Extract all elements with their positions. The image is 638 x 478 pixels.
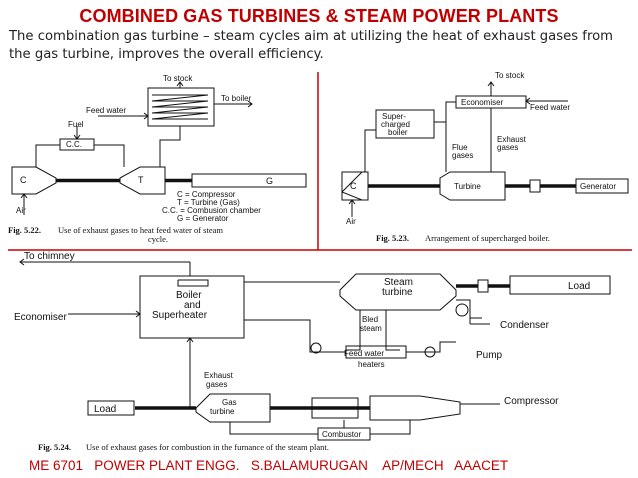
fig524-gas-l1: Gas	[222, 398, 237, 407]
fig-5-24	[19, 258, 611, 441]
fig523-feed-water: Feed water	[530, 103, 570, 112]
fig522-to-boiler: To boiler	[221, 94, 252, 103]
fig524-compressor: Compressor	[504, 396, 559, 407]
fig522-legend-1: T = Turbine (Gas)	[177, 198, 240, 207]
footer-text: ME 6701 POWER PLANT ENGG. S.BALAMURUGAN …	[29, 458, 509, 473]
fig524-exhaust-l2: gases	[206, 380, 227, 389]
fig523-caption: Arrangement of supercharged boiler.	[425, 233, 550, 243]
load-bottom-box	[87, 400, 135, 416]
fig524-condenser: Condenser	[500, 320, 550, 331]
fig524-load-top: Load	[568, 281, 590, 292]
compressor-shape	[369, 395, 461, 421]
fig522-to-stock: To stock	[163, 74, 193, 83]
generator-box	[191, 173, 307, 188]
fig522-fuel: Fuel	[68, 120, 84, 129]
fig524-fw-l1: Feed water	[344, 349, 384, 358]
fig522-caption-l2: cycle.	[148, 234, 168, 244]
fig522-c: C	[20, 175, 27, 185]
fig522-feed-water: Feed water	[86, 106, 126, 115]
fig-5-23	[341, 81, 629, 217]
fig524-boiler-l1: Boiler	[176, 290, 202, 301]
heat-exchanger	[147, 87, 215, 127]
fig524-caption-num: Fig. 5.24.	[38, 442, 71, 452]
fig522-air: Air	[16, 206, 26, 215]
fig524-gas-l2: turbine	[210, 407, 235, 416]
fig523-c: C	[350, 181, 357, 191]
fig523-turbine: Turbine	[454, 182, 481, 191]
fig524-load-bottom: Load	[94, 404, 116, 415]
compressor-shape	[11, 166, 57, 195]
fig523-exhaust-l1: Exhaust	[497, 135, 527, 144]
generator-box	[575, 178, 629, 194]
fig524-bled-l1: Bled	[362, 315, 378, 324]
condenser-symbol	[455, 303, 469, 317]
boiler-box	[139, 275, 245, 339]
load-top-box	[509, 275, 611, 295]
fig524-to-chimney: To chimney	[24, 251, 75, 262]
intro-paragraph: The combination gas turbine – steam cycl…	[9, 29, 613, 62]
fig524-boiler-l3: Superheater	[152, 310, 208, 321]
turbine-shape	[119, 166, 166, 195]
steam-turbine-shape	[339, 273, 457, 311]
fig522-legend-0: C = Compressor	[177, 190, 236, 199]
turbine-box	[439, 171, 506, 201]
slide-title: COMBINED GAS TURBINES & STEAM POWER PLAN…	[79, 6, 559, 26]
fig522-caption-l1: Use of exhaust gases to heat feed water …	[58, 225, 223, 235]
fig523-exhaust-l2: gases	[497, 143, 518, 152]
fig522-legend-3: G = Generator	[177, 214, 229, 223]
fig523-boiler-l1: Super-	[382, 112, 406, 121]
fig522-cc: C.C.	[66, 140, 82, 149]
fig523-air: Air	[346, 217, 356, 226]
exhaust-pipe	[159, 126, 181, 167]
fig523-flue-l2: gases	[452, 151, 473, 160]
supercharged-boiler	[375, 109, 435, 139]
fig524-bled-l2: steam	[360, 324, 382, 333]
fig524-economiser: Economiser	[14, 312, 67, 323]
fig523-flue-l1: Flue	[452, 143, 468, 152]
fig522-caption-num: Fig. 5.22.	[8, 225, 41, 235]
fig-5-22	[11, 81, 307, 215]
fig523-to-stock: To stock	[495, 71, 525, 80]
fig523-generator: Generator	[580, 182, 616, 191]
fig524-boiler-l2: and	[184, 300, 201, 311]
fig524-caption: Use of exhaust gases for combustion in t…	[86, 442, 329, 452]
fig524-fw-l2: heaters	[358, 360, 385, 369]
fig524-pump: Pump	[476, 350, 503, 361]
coupling-box	[311, 397, 359, 419]
fig524-combustor: Combustor	[322, 430, 361, 439]
fig523-boiler-l3: boiler	[388, 128, 408, 137]
gas-turbine-shape	[195, 393, 271, 423]
fig524-steam-l1: Steam	[384, 277, 413, 288]
fig522-legend-2: C.C. = Combusion chamber	[162, 206, 261, 215]
fig522-t: T	[138, 175, 144, 185]
fig524-exhaust-l1: Exhaust	[204, 371, 234, 380]
fig523-caption-num: Fig. 5.23.	[376, 233, 409, 243]
fig522-g: G	[266, 176, 273, 186]
fig523-boiler-l2: charged	[381, 120, 410, 129]
fig523-economiser: Economiser	[461, 98, 504, 107]
fig524-steam-l2: turbine	[382, 287, 413, 298]
